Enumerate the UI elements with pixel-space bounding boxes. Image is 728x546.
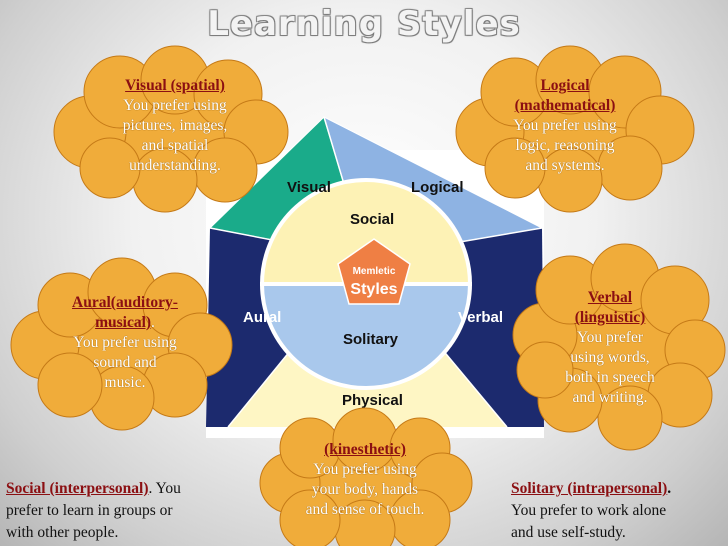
verbal-cloud-text: Verbal (linguistic) You prefer using wor…: [535, 288, 685, 408]
logical-cloud: [455, 45, 695, 213]
logical-heading-2: (mathematical): [514, 97, 616, 114]
aural-line-3: music.: [104, 374, 146, 391]
logical-line-3: and systems.: [525, 157, 605, 174]
verbal-heading-2: (linguistic): [574, 309, 646, 326]
aural-heading-suffix: .: [151, 314, 155, 331]
solitary-note-text-2: You prefer to work alone: [511, 502, 667, 519]
solitary-note-text-1: .: [667, 480, 672, 497]
visual-heading: Visual (spatial): [125, 77, 225, 94]
page-title: Learning Styles: [207, 4, 521, 44]
center-label-styles: Styles: [350, 281, 397, 298]
aural-heading-2: musical): [95, 314, 152, 331]
visual-line-4: understanding.: [129, 157, 221, 174]
social-half: [259, 178, 473, 286]
verbal-line-4: and writing.: [572, 389, 648, 406]
aural-cloud: [10, 257, 233, 431]
logical-line-1: You prefer using: [513, 117, 617, 134]
center-pentagon: [337, 238, 411, 305]
visual-line-3: and spatial: [141, 137, 209, 154]
aural-cloud-text: Aural(auditory- musical). You prefer usi…: [45, 293, 205, 393]
logical-cloud-text: Logical (mathematical) You prefer using …: [485, 76, 645, 176]
solitary-note: Solitary (intrapersonal). You prefer to …: [511, 478, 726, 544]
physical-line-2: your body, hands: [311, 481, 419, 498]
logical-label: Logical: [411, 179, 464, 196]
aural-line-1: You prefer using: [73, 334, 177, 351]
visual-line-1: You prefer using: [123, 97, 227, 114]
solitary-note-text-3: and use self-study.: [511, 524, 626, 541]
logical-heading-1: Logical: [540, 77, 590, 94]
physical-heading: (kinesthetic): [324, 441, 406, 458]
aural-label: Aural: [243, 309, 281, 326]
visual-line-2: pictures, images,: [122, 117, 228, 134]
physical-line-3: and sense of touch.: [305, 501, 425, 518]
social-note-text-3: with other people.: [6, 524, 119, 541]
social-note-text-1: . You: [148, 480, 181, 497]
center-label-memletic: Memletic: [353, 266, 396, 277]
social-label: Social: [350, 211, 394, 228]
verbal-line-3: both in speech: [565, 369, 655, 386]
physical-label: Physical: [342, 392, 403, 409]
solitary-label: Solitary: [343, 331, 399, 348]
social-note-text-2: prefer to learn in groups or: [6, 502, 173, 519]
solitary-half: [259, 282, 473, 390]
physical-line-1: You prefer using: [313, 461, 417, 478]
verbal-label: Verbal: [458, 309, 503, 326]
visual-label: Visual: [287, 179, 331, 196]
physical-cloud-text: (kinesthetic) You prefer using your body…: [280, 440, 450, 520]
visual-cloud-text: Visual (spatial) You prefer using pictur…: [85, 76, 265, 176]
aural-heading-1: Aural(auditory-: [72, 294, 178, 311]
verbal-cloud: [512, 243, 726, 451]
verbal-line-2: using words,: [570, 349, 650, 366]
physical-cloud: [259, 407, 473, 546]
verbal-heading-1: Verbal: [587, 289, 633, 306]
aural-line-2: sound and: [93, 354, 157, 371]
solitary-note-heading: Solitary (intrapersonal): [511, 480, 668, 497]
visual-cloud: [53, 45, 289, 213]
social-note-heading: Social (interpersonal): [6, 480, 149, 497]
social-note: Social (interpersonal). You prefer to le…: [6, 478, 256, 544]
logical-line-2: logic, reasoning: [515, 137, 615, 154]
verbal-line-1: You prefer: [576, 329, 643, 346]
